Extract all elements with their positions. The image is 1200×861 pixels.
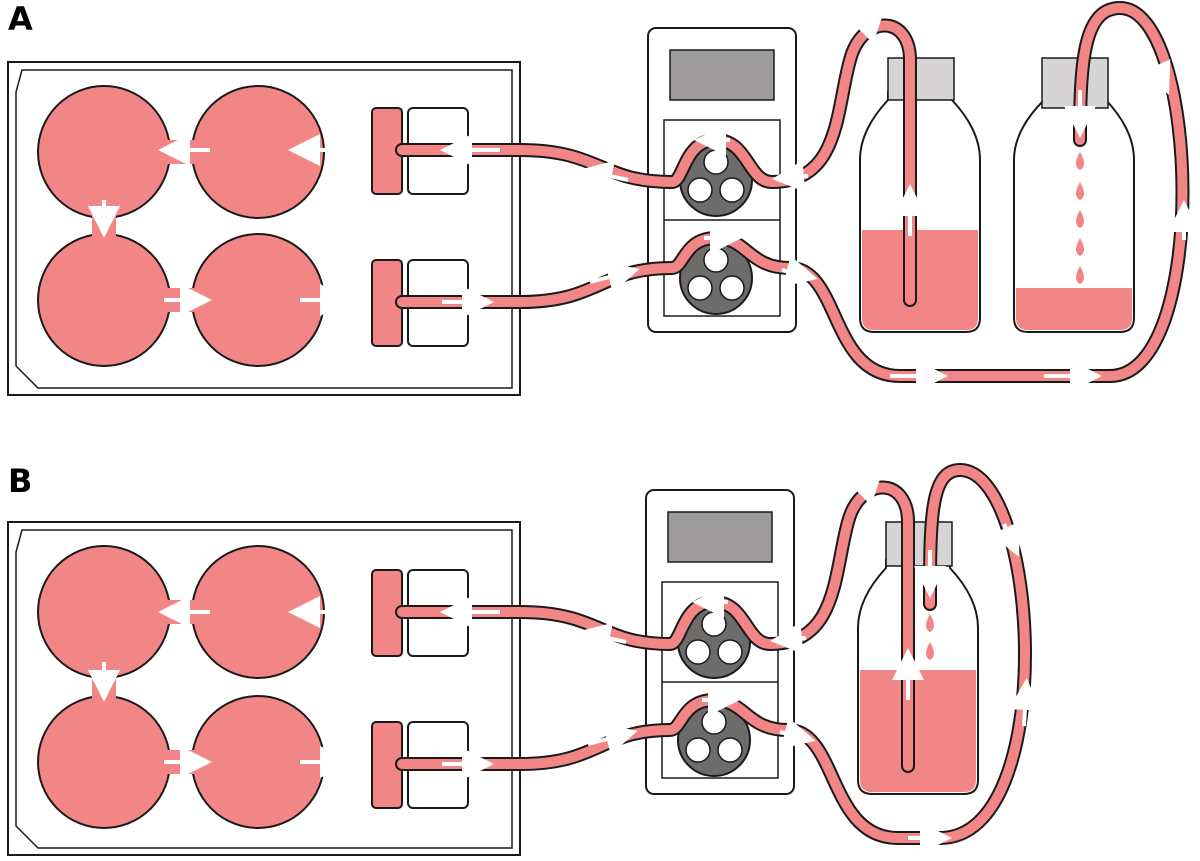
culture-plate-b bbox=[7, 521, 521, 856]
bottle-a-left bbox=[859, 57, 981, 333]
bottle-b bbox=[857, 521, 979, 795]
panel-b-label: B bbox=[8, 462, 32, 500]
pump-screen-a bbox=[669, 49, 775, 101]
bottle-a-right bbox=[1013, 57, 1135, 333]
panel-a: A bbox=[7, 0, 1200, 396]
rotor-icon bbox=[677, 703, 751, 777]
arrow-icon bbox=[88, 471, 1041, 854]
droplet-icon bbox=[1076, 152, 1084, 284]
well-b1 bbox=[37, 545, 171, 679]
panel-a-label: A bbox=[8, 0, 33, 38]
bottle-cap bbox=[887, 57, 955, 101]
well-a3 bbox=[37, 233, 171, 367]
bottle-cap bbox=[885, 521, 953, 567]
well-a1 bbox=[37, 85, 171, 219]
panel-b: B bbox=[7, 462, 1041, 856]
rotor-icon bbox=[679, 241, 753, 315]
culture-plate-a bbox=[7, 61, 521, 396]
pump-screen-b bbox=[667, 511, 773, 563]
well-b3 bbox=[37, 695, 171, 829]
droplet-icon bbox=[926, 614, 934, 660]
rotor-icon bbox=[679, 143, 753, 217]
arrow-icon bbox=[88, 9, 1200, 392]
